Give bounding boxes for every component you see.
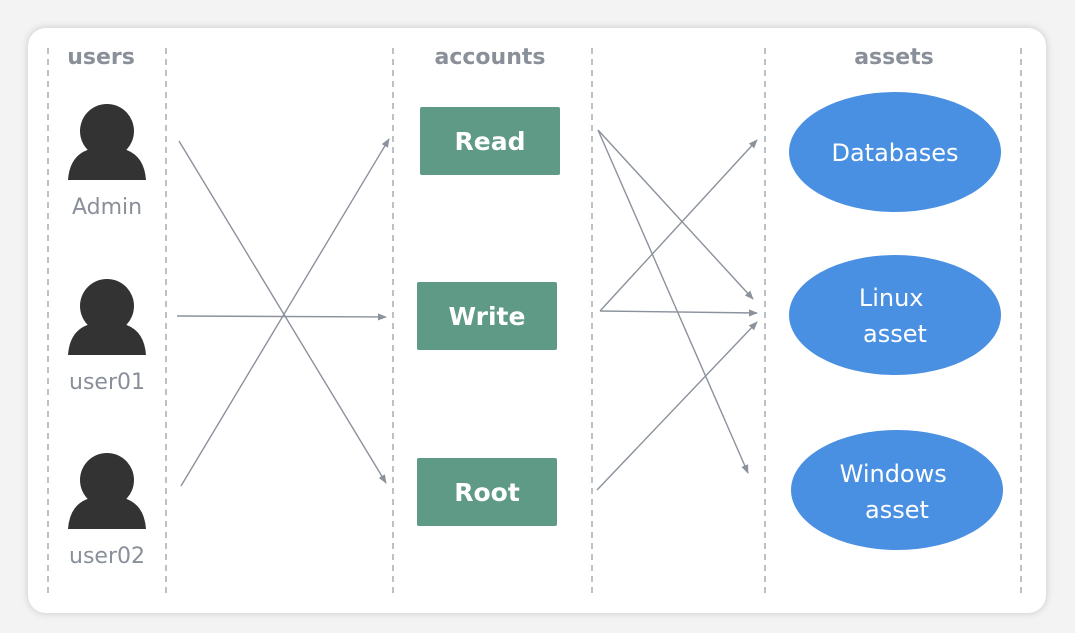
account-asset-connectors: [596, 129, 758, 491]
asset-ellipse: [791, 430, 1003, 550]
column-dividers: [47, 48, 1022, 598]
account-label: Read: [455, 127, 526, 156]
account-box: [420, 107, 560, 175]
account-label: Write: [449, 302, 526, 331]
connector-user02-read: [180, 138, 390, 487]
account-node-write: Write: [417, 282, 557, 350]
user-account-connectors: [176, 138, 390, 487]
account-box: [417, 282, 557, 350]
connector-user01-write: [176, 313, 387, 321]
asset-label-line: Linux: [859, 284, 924, 312]
connector-root-linux: [596, 321, 758, 491]
asset-label-line: Windows: [840, 460, 947, 488]
user-node-admin: Admin: [68, 104, 146, 220]
connector-write-databases: [599, 139, 758, 312]
asset-label: Databases: [831, 139, 958, 167]
asset-node-linux: Linux asset: [789, 255, 1001, 375]
asset-label: Linux asset: [859, 284, 931, 348]
user-label: Admin: [72, 195, 142, 220]
account-box: [417, 458, 557, 526]
account-label: Root: [454, 478, 520, 507]
user-node-user02: user02: [68, 453, 146, 569]
asset-label-line: asset: [863, 320, 927, 348]
asset-ellipse: [789, 92, 1001, 212]
user-node-user01: user01: [68, 279, 146, 395]
connector-admin-root: [178, 140, 387, 484]
account-node-read: Read: [420, 107, 560, 175]
account-node-root: Root: [417, 458, 557, 526]
assets-column-header: assets: [854, 45, 934, 70]
user-icon: [68, 104, 146, 180]
asset-node-databases: Databases: [789, 92, 1001, 212]
asset-label-line: Databases: [831, 139, 958, 167]
asset-node-windows: Windows asset: [791, 430, 1003, 550]
connector-read-windows: [597, 129, 749, 474]
user-label: user02: [69, 544, 145, 569]
users-column-header: users: [67, 45, 135, 70]
connector-write-linux: [599, 309, 758, 317]
user-icon: [68, 453, 146, 529]
asset-ellipse: [789, 255, 1001, 375]
connector-read-linux: [597, 129, 754, 300]
accounts-column-header: accounts: [435, 45, 546, 70]
user-label: user01: [69, 370, 145, 395]
asset-label: Windows asset: [840, 460, 955, 524]
asset-label-line: asset: [865, 496, 929, 524]
user-icon: [68, 279, 146, 355]
